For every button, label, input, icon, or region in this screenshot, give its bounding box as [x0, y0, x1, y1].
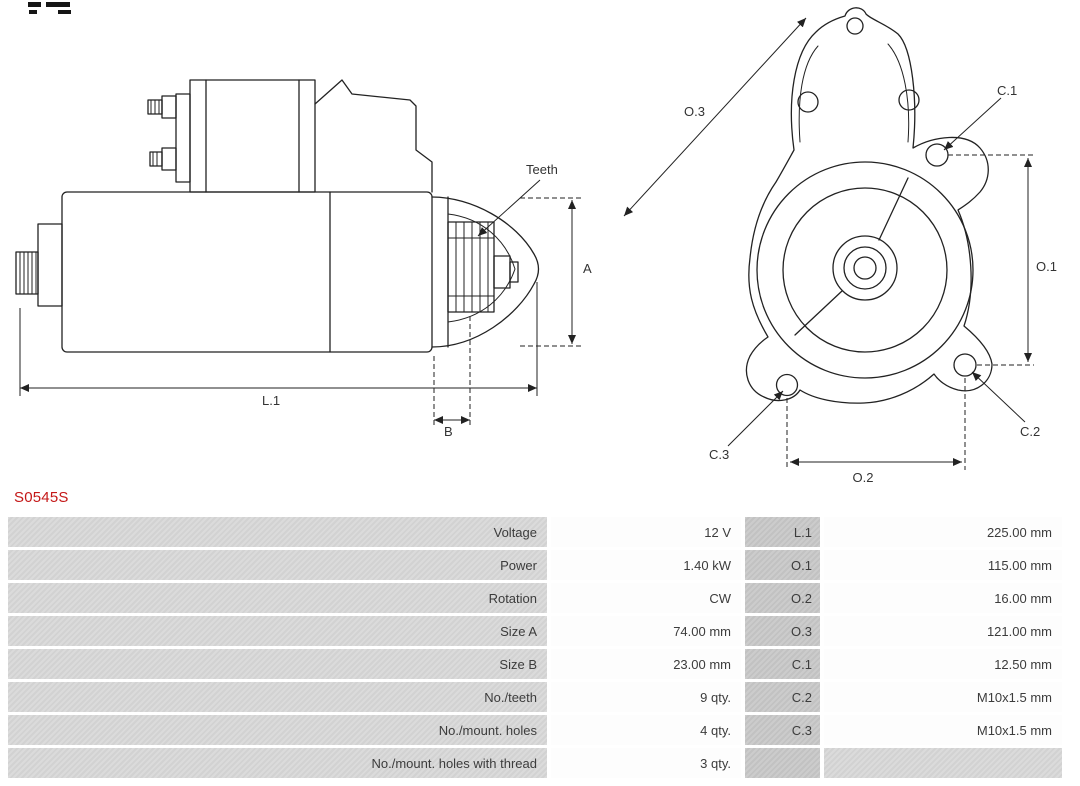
- part-number: S0545S: [14, 489, 69, 506]
- spec-value-cell: 12 V: [551, 517, 741, 547]
- pinion-gear: [447, 221, 519, 313]
- spec-value-cell: 23.00 mm: [551, 649, 741, 679]
- mounting-flange: [745, 7, 993, 404]
- dim-key-cell: C.1: [745, 649, 820, 679]
- spec-value-cell: 4 qty.: [551, 715, 741, 745]
- teeth-leader-line: [477, 179, 541, 237]
- c3-leader-line: [727, 390, 784, 447]
- spec-label-cell: No./mount. holes: [8, 715, 547, 745]
- side-view-drawing: [15, 79, 540, 353]
- face-outer-circle: [756, 161, 974, 379]
- spec-table: Voltage 12 V L.1 225.00 mm Power 1.40 kW…: [8, 517, 1062, 778]
- side-view-dimensions: [19, 179, 582, 428]
- corner-mark: [28, 2, 71, 14]
- dim-key-cell: C.2: [745, 682, 820, 712]
- solenoid-terminal-lower-threads: [152, 151, 158, 167]
- spec-row: Voltage 12 V L.1 225.00 mm: [8, 517, 1062, 547]
- c2-leader-line: [971, 371, 1026, 423]
- spec-value-cell: 74.00 mm: [551, 616, 741, 646]
- dim-value-cell: 115.00 mm: [824, 550, 1062, 580]
- terminal-threads: [19, 251, 37, 295]
- hub-circle-mid: [843, 246, 887, 290]
- bracket-hole-left: [797, 91, 819, 113]
- face-spoke-upper: [878, 177, 909, 241]
- dim-value-cell: 16.00 mm: [824, 583, 1062, 613]
- dim-key-cell: C.3: [745, 715, 820, 745]
- pinion-shaft: [493, 255, 511, 289]
- dim-key-cell: L.1: [745, 517, 820, 547]
- face-inner-circle: [782, 187, 948, 353]
- technical-drawing: Teeth A L.1 B O.3 C.1 O.1 C.2 C.3 O.2: [15, 2, 1057, 485]
- terminal-block: [37, 223, 63, 307]
- mounting-hole-c1: [925, 143, 949, 167]
- bracket-hole-top: [846, 17, 864, 35]
- drive-end-bracket: [431, 196, 540, 348]
- spec-label-cell: Size B: [8, 649, 547, 679]
- dim-a-label: A: [583, 261, 592, 276]
- spec-label-cell: Power: [8, 550, 547, 580]
- dim-value-cell: M10x1.5 mm: [824, 682, 1062, 712]
- spec-row: Power 1.40 kW O.1 115.00 mm: [8, 550, 1062, 580]
- dim-c1-label: C.1: [997, 83, 1017, 98]
- spec-row: No./teeth 9 qty. C.2 M10x1.5 mm: [8, 682, 1062, 712]
- mounting-hole-c2: [953, 353, 977, 377]
- front-view-dimensions: [623, 17, 1034, 470]
- drive-housing-top: [314, 79, 433, 193]
- dim-key-cell: O.3: [745, 616, 820, 646]
- dim-value-cell: [824, 748, 1062, 778]
- solenoid-cap: [175, 93, 191, 183]
- spec-row: Size B 23.00 mm C.1 12.50 mm: [8, 649, 1062, 679]
- spec-row: Size A 74.00 mm O.3 121.00 mm: [8, 616, 1062, 646]
- spec-row: Rotation CW O.2 16.00 mm: [8, 583, 1062, 613]
- drive-end-inner: [447, 213, 516, 323]
- dim-c2-label: C.2: [1020, 424, 1040, 439]
- mounting-hole-c3: [775, 373, 799, 397]
- solenoid-terminal-lower: [161, 147, 177, 171]
- spec-label-cell: Size A: [8, 616, 547, 646]
- dim-l1-label: L.1: [262, 393, 280, 408]
- dim-value-cell: 225.00 mm: [824, 517, 1062, 547]
- solenoid-body: [189, 79, 316, 193]
- spec-value-cell: CW: [551, 583, 741, 613]
- spec-row: No./mount. holes 4 qty. C.3 M10x1.5 mm: [8, 715, 1062, 745]
- front-view-drawing: [745, 7, 993, 404]
- c1-leader-line: [943, 97, 1002, 151]
- spec-label-cell: Rotation: [8, 583, 547, 613]
- dim-value-cell: 121.00 mm: [824, 616, 1062, 646]
- spec-value-cell: 9 qty.: [551, 682, 741, 712]
- spec-label-cell: No./teeth: [8, 682, 547, 712]
- spec-value-cell: 3 qty.: [551, 748, 741, 778]
- dim-key-cell: O.1: [745, 550, 820, 580]
- spec-label-cell: Voltage: [8, 517, 547, 547]
- dim-value-cell: M10x1.5 mm: [824, 715, 1062, 745]
- hub-circle-outer: [832, 235, 898, 301]
- dim-o2-label: O.2: [853, 470, 874, 485]
- teeth-label: Teeth: [526, 162, 558, 177]
- dim-o3-line: [623, 17, 807, 217]
- solenoid-terminal-upper-threads: [150, 99, 160, 115]
- bracket-hole-right: [898, 89, 920, 111]
- dim-c3-label: C.3: [709, 447, 729, 462]
- dim-b-label: B: [444, 424, 453, 439]
- bracket-inner-right: [887, 43, 910, 143]
- terminal-stud: [15, 251, 39, 295]
- motor-body: [61, 191, 433, 353]
- dim-key-cell: O.2: [745, 583, 820, 613]
- dim-key-cell: [745, 748, 820, 778]
- spec-row: No./mount. holes with thread 3 qty.: [8, 748, 1062, 778]
- spec-label-cell: No./mount. holes with thread: [8, 748, 547, 778]
- shaft-center-hole: [853, 256, 877, 280]
- solenoid-terminal-upper: [161, 95, 177, 119]
- face-spoke-lower: [794, 290, 843, 336]
- dim-value-cell: 12.50 mm: [824, 649, 1062, 679]
- spec-value-cell: 1.40 kW: [551, 550, 741, 580]
- dim-o1-label: O.1: [1036, 259, 1057, 274]
- dim-o3-label: O.3: [684, 104, 705, 119]
